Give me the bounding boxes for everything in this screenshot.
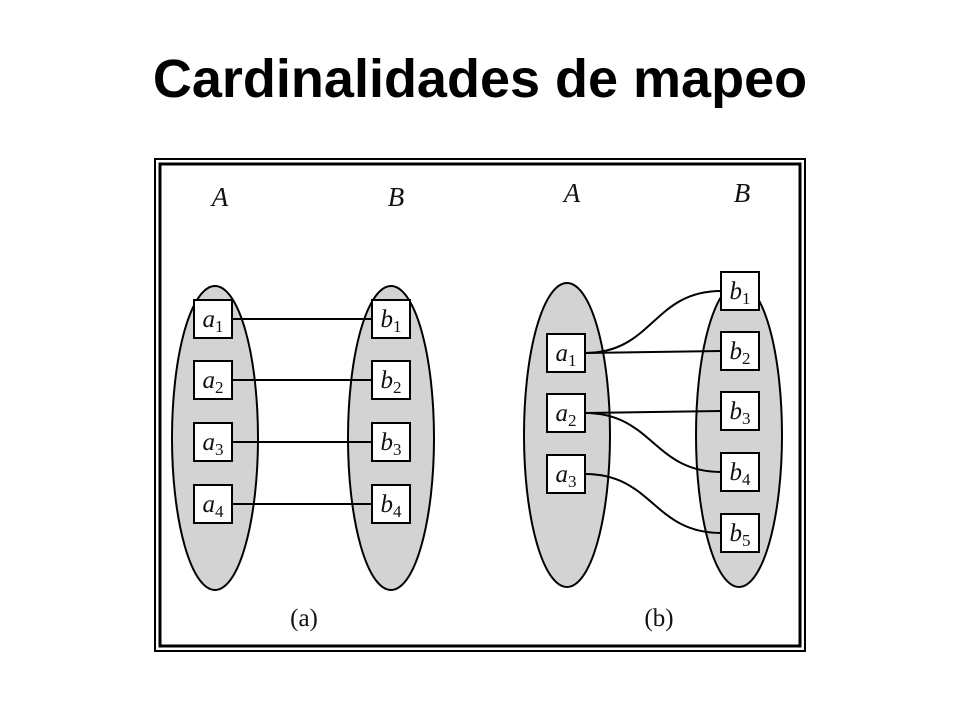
element-base: a	[203, 491, 216, 518]
svg-text:b4: b4	[730, 459, 752, 489]
panel-a-set-a-element: a1	[193, 299, 233, 339]
panel-a-mapping-lines	[232, 318, 372, 505]
element-subscript: 3	[393, 440, 402, 459]
element-base: a	[203, 306, 216, 333]
svg-text:b2: b2	[730, 338, 751, 368]
element-base: a	[203, 429, 216, 456]
element-base: a	[556, 461, 569, 488]
panel-a-set-b-element: b4	[371, 484, 411, 524]
panel-b-mapping-line	[584, 410, 722, 414]
page-title: Cardinalidades de mapeo	[152, 49, 808, 109]
svg-text:a4: a4	[203, 491, 225, 521]
element-subscript: 2	[393, 378, 402, 397]
panel-a: A B a1 a2 a3 a4 b1 b2	[171, 182, 435, 632]
element-subscript: 4	[742, 470, 751, 489]
panel-b-set-a-element: a3	[546, 454, 586, 494]
element-base: b	[730, 278, 743, 305]
element-subscript: 1	[568, 351, 577, 370]
element-subscript: 4	[215, 502, 224, 521]
element-base: b	[381, 367, 394, 394]
panel-a-set-a-label: A	[210, 182, 229, 212]
svg-text:a3: a3	[203, 429, 224, 459]
panel-b-mapping-line	[584, 412, 722, 473]
element-base: b	[730, 398, 743, 425]
svg-text:b3: b3	[730, 398, 751, 428]
element-subscript: 1	[393, 317, 402, 336]
svg-text:a3: a3	[556, 461, 577, 491]
element-subscript: 3	[568, 472, 577, 491]
svg-text:b1: b1	[730, 278, 751, 308]
svg-text:a2: a2	[203, 367, 224, 397]
panel-a-set-b-element: b2	[371, 360, 411, 400]
diagram-inner-frame	[158, 162, 802, 648]
svg-text:a1: a1	[556, 340, 577, 370]
panel-b-set-b-label: B	[734, 178, 751, 208]
element-subscript: 3	[742, 409, 751, 428]
panel-b: A B a1 a2 a3 b1 b2 b3	[523, 178, 783, 632]
panel-b-mapping-line	[584, 290, 722, 354]
panel-b-set-b-element: b4	[720, 452, 760, 492]
element-subscript: 2	[742, 349, 751, 368]
panel-b-mapping-line	[584, 350, 722, 354]
element-base: a	[203, 367, 216, 394]
panel-a-set-a-element: a4	[193, 484, 233, 524]
element-subscript: 3	[215, 440, 224, 459]
panel-a-caption: (a)	[290, 605, 318, 632]
panel-b-set-b-element: b5	[720, 513, 760, 553]
panel-a-set-a-element: a2	[193, 360, 233, 400]
panel-b-caption: (b)	[644, 605, 673, 632]
element-base: a	[556, 340, 569, 367]
panel-a-set-a-element: a3	[193, 422, 233, 462]
panel-b-set-b-element: b2	[720, 331, 760, 371]
panel-b-set-a-element: a1	[546, 333, 586, 373]
svg-text:b4: b4	[381, 491, 403, 521]
panel-b-set-b-element: b1	[720, 271, 760, 311]
panel-b-mapping-lines	[584, 290, 722, 534]
svg-text:a2: a2	[556, 400, 577, 430]
svg-text:b1: b1	[381, 306, 402, 336]
panel-b-set-a-label: A	[562, 178, 581, 208]
svg-text:b2: b2	[381, 367, 402, 397]
element-subscript: 2	[568, 411, 577, 430]
element-subscript: 5	[742, 531, 751, 550]
element-base: b	[730, 459, 743, 486]
panel-a-set-b-element: b1	[371, 299, 411, 339]
svg-text:b5: b5	[730, 520, 751, 550]
element-base: b	[381, 491, 394, 518]
element-base: a	[556, 400, 569, 427]
panel-b-set-a-ellipse	[523, 282, 611, 588]
element-base: b	[381, 306, 394, 333]
element-subscript: 4	[393, 502, 402, 521]
element-base: b	[730, 520, 743, 547]
element-base: b	[381, 429, 394, 456]
mapping-cardinality-diagram: A B a1 a2 a3 a4 b1 b2	[154, 158, 806, 652]
panel-b-set-a-element: a2	[546, 393, 586, 433]
element-subscript: 1	[742, 289, 751, 308]
element-subscript: 1	[215, 317, 224, 336]
svg-text:b3: b3	[381, 429, 402, 459]
svg-text:a1: a1	[203, 306, 224, 336]
panel-a-set-b-element: b3	[371, 422, 411, 462]
panel-b-set-b-element: b3	[720, 391, 760, 431]
panel-b-mapping-line	[584, 473, 722, 534]
element-base: b	[730, 338, 743, 365]
panel-a-set-b-label: B	[388, 182, 405, 212]
element-subscript: 2	[215, 378, 224, 397]
